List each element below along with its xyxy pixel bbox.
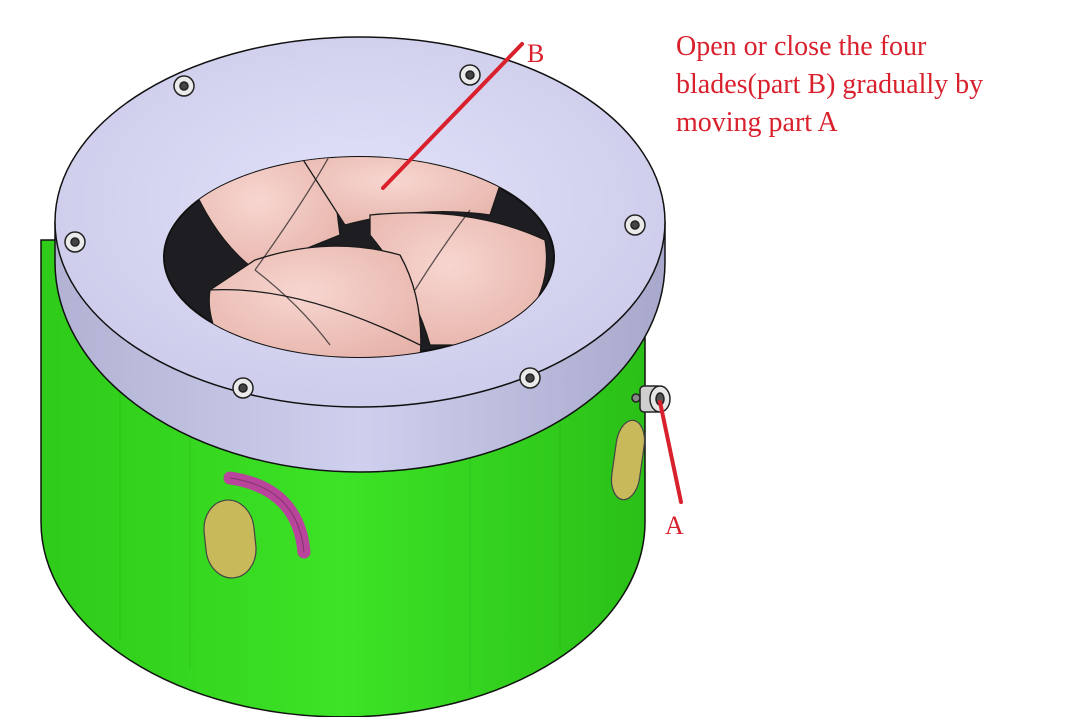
part-a-knob — [631, 385, 671, 413]
annotation-text: Open or close the four blades(part B) gr… — [676, 28, 1076, 142]
iris-blades — [189, 157, 548, 357]
screw-icon — [173, 75, 195, 97]
screw-icon — [232, 377, 254, 399]
annotation-line-3: moving part A — [676, 107, 838, 138]
label-a: A — [665, 511, 684, 540]
annotation-line-2: blades(part B) gradually by — [676, 69, 984, 100]
label-b: B — [527, 39, 544, 68]
ring-screws — [64, 64, 646, 399]
screw-icon — [64, 231, 86, 253]
oval-slot-side — [610, 419, 646, 501]
leader-line-a — [658, 400, 683, 504]
screw-icon — [624, 214, 646, 236]
screw-icon — [519, 367, 541, 389]
arc-slot — [223, 471, 311, 559]
screw-icon — [459, 64, 481, 86]
oval-slot-front — [203, 499, 257, 579]
annotation-line-1: Open or close the four — [676, 31, 927, 62]
leader-line-b — [381, 42, 524, 190]
